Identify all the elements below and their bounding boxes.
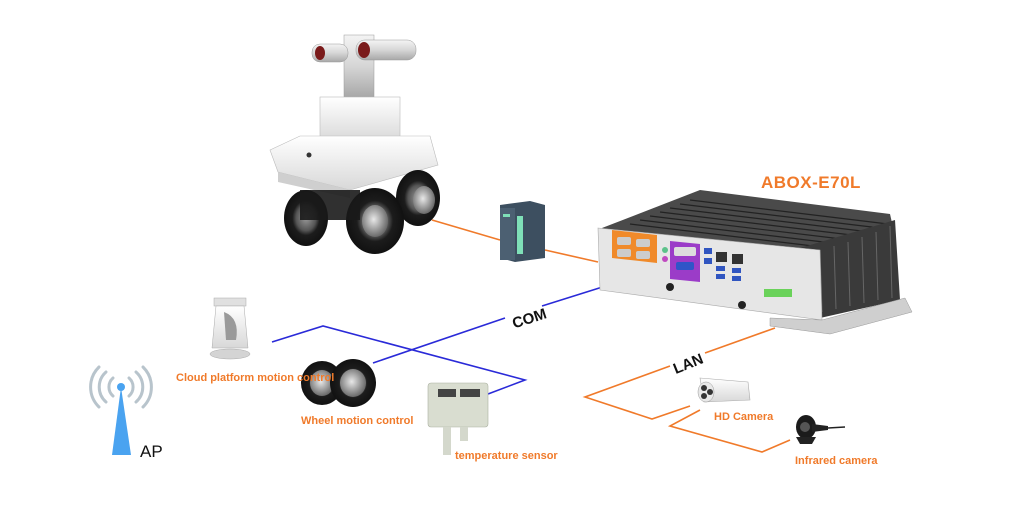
link-plc-controller (544, 249, 599, 263)
lan-link-main (704, 327, 776, 354)
ir-camera-label: Infrared camera (795, 455, 878, 467)
controller-image (597, 190, 913, 335)
lan-link-left (582, 365, 691, 420)
hd-camera-label: HD Camera (714, 411, 774, 423)
ap-label: AP (140, 442, 163, 461)
temperature-sensor-image (427, 382, 489, 455)
access-point-icon (89, 365, 153, 455)
temp-sensor-label: temperature sensor (455, 450, 558, 462)
com-bus-label: COM (510, 305, 549, 332)
com-link-to-wheels (372, 317, 506, 364)
ptz-label: Cloud platform motion control (176, 372, 334, 384)
wheels-image (301, 359, 376, 407)
hd-camera-image (697, 377, 751, 403)
com-link-ptz (271, 325, 528, 395)
inspection-robot-image (269, 34, 440, 254)
ptz-camera-image (209, 297, 251, 360)
lan-bus-label: LAN (671, 351, 706, 378)
ir-camera-image (796, 415, 846, 444)
link-robot-plc (431, 219, 501, 241)
lan-bus-lines (582, 327, 791, 453)
lan-link-ir (667, 409, 791, 453)
wheels-label: Wheel motion control (301, 415, 413, 427)
plc-module-image (500, 201, 545, 262)
controller-title: ABOX-E70L (761, 173, 861, 192)
orange-links (431, 219, 599, 263)
